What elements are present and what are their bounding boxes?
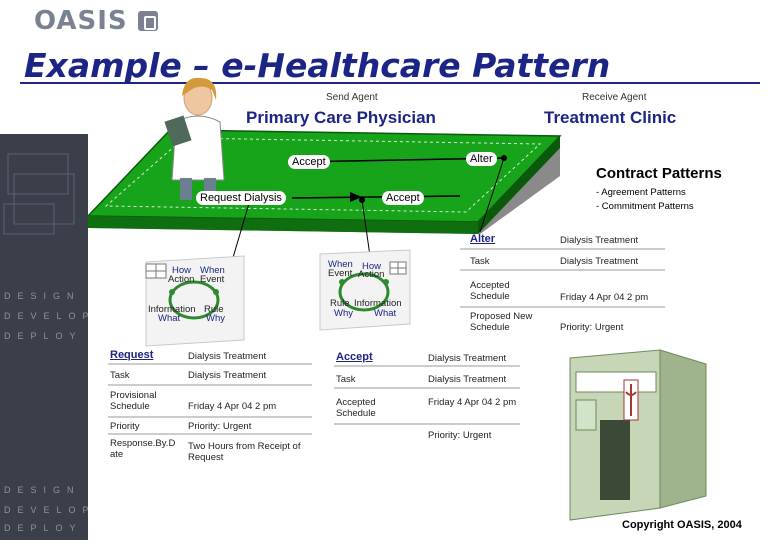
send-agent-label: Send Agent: [326, 92, 378, 103]
sidebar-grid-icon: [3, 153, 75, 235]
left-glyph-action: Action: [168, 274, 195, 285]
plane-inner-border: [104, 137, 542, 213]
request-row-schedule-label: Provisional Schedule: [110, 390, 157, 412]
mid-glyph-rule: Rule: [330, 298, 350, 309]
link-alter-to-table: [479, 157, 505, 233]
left-glyph-information: Information: [148, 304, 196, 315]
mid-glyph-when: When: [328, 259, 353, 270]
page-title: Example – e-Healthcare Pattern: [24, 46, 611, 85]
left-glyph-when: When: [200, 265, 225, 276]
contract-pattern-agreement: - Agreement Patterns: [596, 187, 686, 198]
request-table-header[interactable]: Request: [110, 349, 154, 361]
plane-right-edge: [478, 136, 560, 234]
accept-row-task-label: Task: [336, 374, 356, 385]
oasis-logo-icon: [138, 11, 158, 31]
left-glyph-rule: Rule: [204, 304, 224, 315]
request-row-priority-value: Priority: Urgent: [188, 421, 252, 432]
mid-glyph-event: Event: [328, 268, 353, 279]
accept-table-header[interactable]: Accept: [336, 351, 373, 363]
receive-agent-label: Receive Agent: [582, 92, 647, 103]
alter-table-header[interactable]: Alter: [470, 233, 496, 245]
accept-row-schedule-label: Accepted Schedule: [336, 397, 376, 419]
request-row-priority-label: Priority: [110, 421, 140, 432]
request-row-task-value: Dialysis Treatment: [188, 370, 267, 381]
alter-row-schedule-value: Friday 4 Apr 04 2 pm: [560, 292, 649, 303]
mid-glyph-how: How: [362, 261, 382, 272]
physician-figure: [164, 77, 225, 200]
accept-table-header-value: Dialysis Treatment: [428, 353, 507, 364]
receive-agent-name: Treatment Clinic: [544, 108, 677, 127]
plane-front-edge: [88, 216, 478, 234]
sidebar-word-develop: DEVELOP: [4, 311, 96, 321]
mid-pattern-glyph: [319, 249, 411, 331]
accept-tag-mid: Accept: [382, 191, 424, 205]
contract-patterns-title: Contract Patterns: [596, 165, 722, 182]
mid-glyph-what: What: [374, 308, 397, 319]
request-row-response-label: Response.By.Date: [110, 438, 176, 460]
alter-table-header-value: Dialysis Treatment: [560, 235, 639, 246]
sidebar-word-design: DESIGN: [4, 291, 81, 301]
left-sidebar: [0, 134, 88, 540]
request-row-schedule-value: Friday 4 Apr 04 2 pm: [188, 401, 277, 412]
copyright-text: Copyright OASIS, 2004: [622, 519, 742, 531]
request-row-response-value: Two Hours from Receipt of Request: [188, 441, 301, 463]
sidebar-word-deploy: DEPLOY: [4, 331, 83, 341]
accept-row-schedule-value: Friday 4 Apr 04 2 pm: [428, 397, 517, 408]
alter-tag: Alter: [466, 152, 497, 166]
mid-glyph-action: Action: [358, 269, 385, 280]
alter-row-proposed-value: Priority: Urgent: [560, 322, 624, 333]
alter-row-schedule-label: Accepted Schedule: [470, 280, 510, 302]
alter-row-task-label: Task: [470, 256, 490, 267]
clinic-building: [569, 349, 707, 521]
left-glyph-event: Event: [200, 274, 225, 285]
request-table-header-value: Dialysis Treatment: [188, 351, 267, 362]
oasis-logo: OASIS: [34, 6, 128, 36]
sidebar-word-design-2: DESIGN: [4, 485, 81, 495]
header-bar: [0, 0, 780, 44]
accept-tag-top: Accept: [288, 155, 330, 169]
request-dialysis-tag: Request Dialysis: [196, 191, 286, 205]
sidebar-word-deploy-2: DEPLOY: [4, 523, 83, 533]
title-divider: [20, 82, 760, 84]
green-contract-plane: [86, 129, 562, 223]
left-glyph-how: How: [172, 265, 192, 276]
alter-row-task-value: Dialysis Treatment: [560, 256, 639, 267]
contract-pattern-commitment: - Commitment Patterns: [596, 201, 694, 212]
send-agent-name: Primary Care Physician: [246, 108, 436, 127]
accept-row-priority-value: Priority: Urgent: [428, 430, 492, 441]
mid-glyph-why: Why: [334, 308, 353, 319]
left-pattern-glyph: [145, 255, 245, 347]
sidebar-word-develop-2: DEVELOP: [4, 505, 96, 515]
alter-row-proposed-label: Proposed New Schedule: [470, 311, 533, 333]
request-row-task-label: Task: [110, 370, 130, 381]
request-arrow: [291, 195, 461, 199]
accept-row-task-value: Dialysis Treatment: [428, 374, 507, 385]
left-glyph-what: What: [158, 313, 181, 324]
left-glyph-why: Why: [206, 313, 225, 324]
mid-glyph-information: Information: [354, 298, 402, 309]
